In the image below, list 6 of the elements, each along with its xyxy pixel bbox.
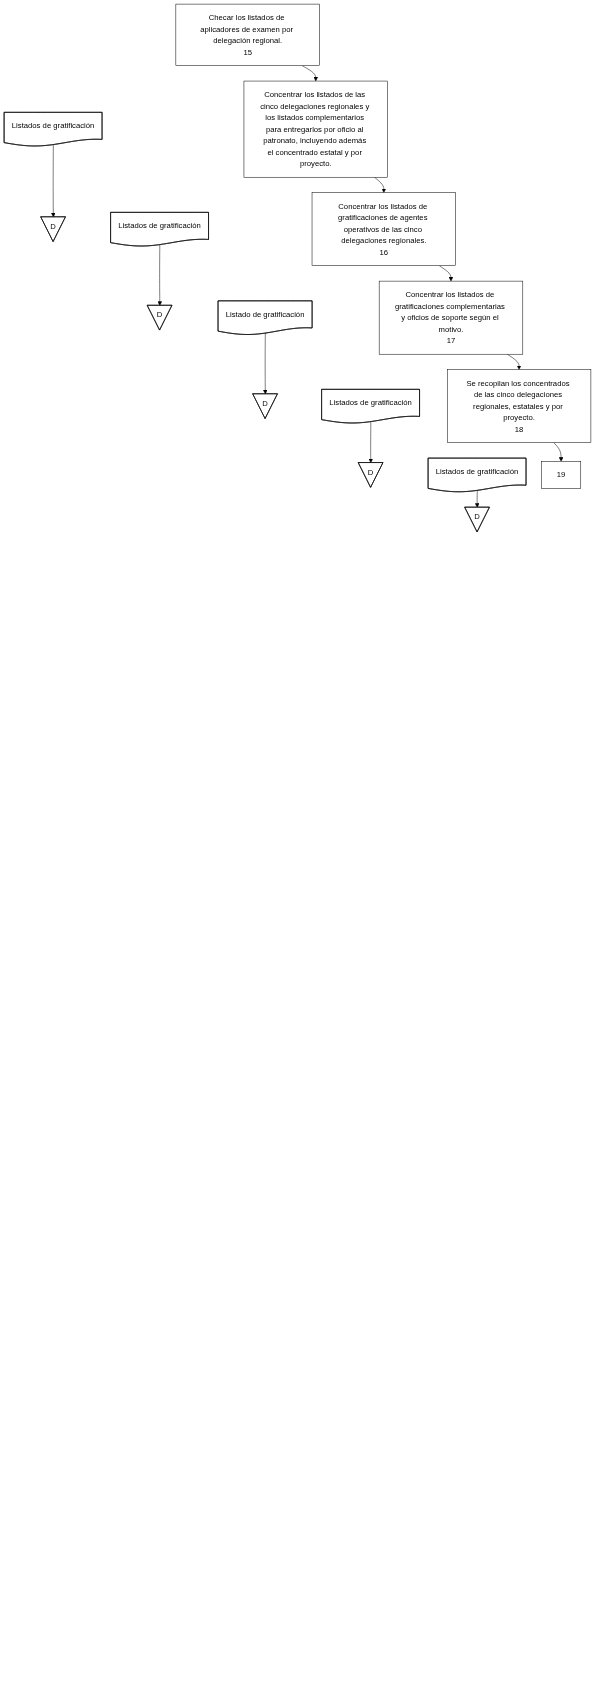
node-box <box>311 192 456 266</box>
node-box <box>243 80 388 178</box>
node-box <box>447 369 592 443</box>
node-box <box>378 280 524 355</box>
node-box <box>541 461 581 489</box>
node-box <box>175 3 320 66</box>
